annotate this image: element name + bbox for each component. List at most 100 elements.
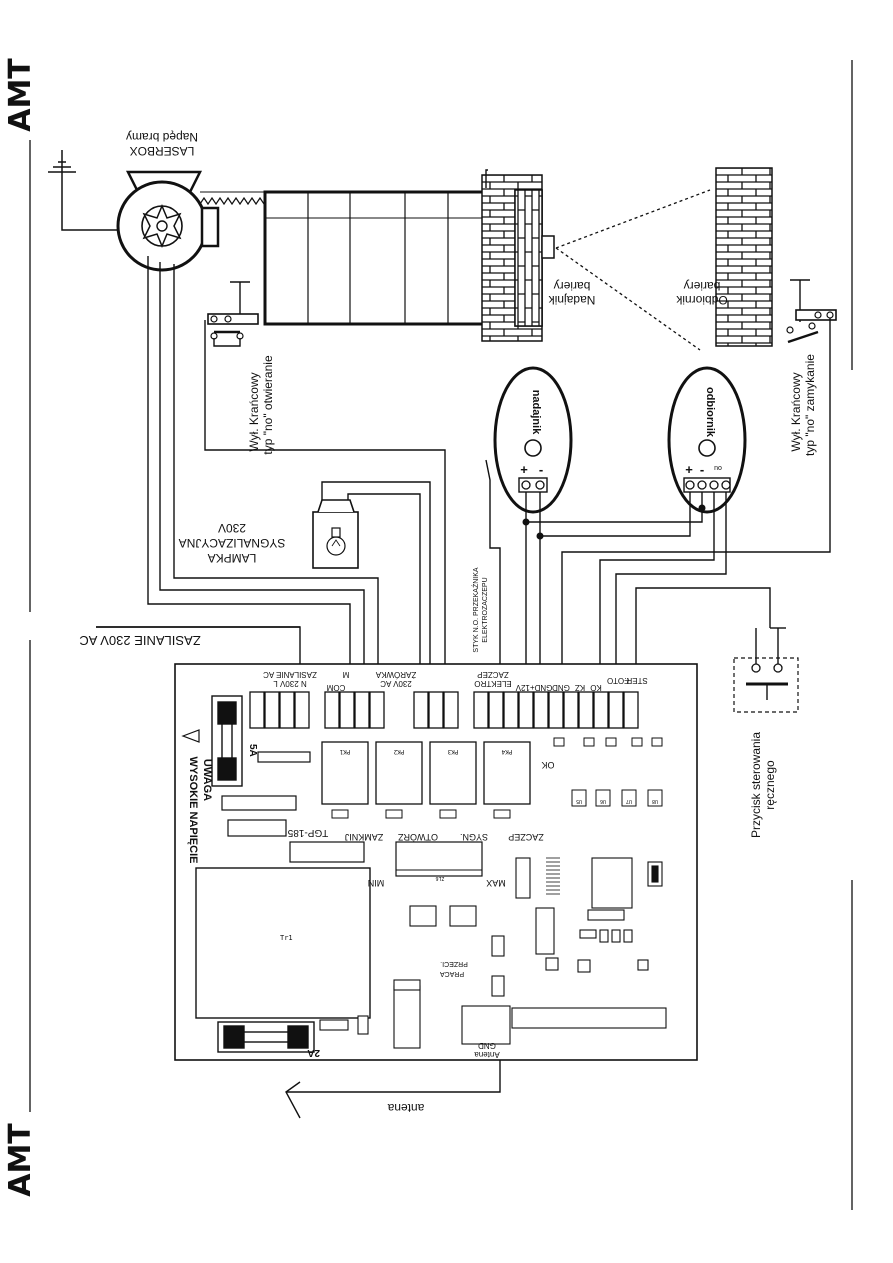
term-230vac: 230V AC [380, 679, 412, 688]
svg-text:LAMPKA: LAMPKA [208, 551, 257, 565]
svg-text:bariery: bariery [554, 279, 591, 293]
svg-text:typ "no" zamykanie: typ "no" zamykanie [803, 354, 817, 456]
svg-text:230V: 230V [218, 521, 246, 535]
svg-text:AMT: AMT [3, 58, 38, 132]
svg-text:SYGN.: SYGN. [460, 832, 488, 842]
term-kz: KZ [575, 683, 585, 692]
fuse-main [211, 695, 243, 787]
term-ko: KO [590, 683, 602, 692]
antenna-arrow [285, 1081, 301, 1119]
limit-open-label: Wył. Krańcowy typ "no" otwieranie [247, 355, 275, 455]
term-n230vl: N 230V L [273, 679, 307, 688]
receiver-side-label: Odbiornik bariery [675, 279, 727, 307]
svg-text:Przycisk sterowania: Przycisk sterowania [749, 732, 763, 838]
svg-text:PRACA: PRACA [440, 970, 464, 977]
lamp-label: LAMPKA SYGNALIZACYJNA 230V [179, 521, 286, 565]
svg-text:PK3: PK3 [447, 748, 458, 755]
limit-close-label: Wył. Krańcowy typ "no" zamykanie [789, 354, 817, 456]
transmitter-side-label: Nadajnik bariery [548, 279, 596, 307]
svg-text:PK2: PK2 [393, 748, 404, 755]
term-gnd12v: GND+12V [515, 683, 552, 692]
svg-text:ZL6: ZL6 [435, 875, 444, 881]
svg-text:U8: U8 [652, 798, 658, 804]
svg-text:UWAGA: UWAGA [201, 759, 213, 801]
odbiornik-text: odbiornik [704, 387, 716, 438]
svg-text:PK4: PK4 [501, 748, 512, 755]
svg-text:Wył. Krańcowy: Wył. Krańcowy [789, 372, 803, 451]
signal-lamp [312, 499, 359, 569]
brand-logo-top: AMT [3, 58, 38, 132]
svg-text:MIN: MIN [368, 878, 385, 888]
brand-logo-bottom: AMT [3, 1123, 38, 1197]
svg-text:+: + [520, 462, 528, 477]
limit-switch-close [786, 279, 837, 344]
svg-text:Wył. Krańcowy: Wył. Krańcowy [247, 372, 261, 451]
svg-text:SYGNALIZACYJNA: SYGNALIZACYJNA [179, 536, 286, 550]
relay-note: STYK N.O. PRZEKAŹNIKA ELEKTROZACZEPU [471, 567, 489, 653]
svg-text:Antena: Antena [474, 1050, 500, 1059]
warning-sign: UWAGA WYSOKIE NAPIĘCIE [181, 729, 213, 864]
svg-text:-: - [700, 462, 704, 477]
svg-text:U7: U7 [626, 798, 632, 804]
svg-text:OTWÓRZ: OTWÓRZ [398, 832, 438, 842]
svg-text:Odbiornik: Odbiornik [675, 293, 727, 307]
fuse-aux [217, 1021, 315, 1053]
svg-text:ZAMKNIJ: ZAMKNIJ [345, 832, 384, 842]
svg-text:typ "no" otwieranie: typ "no" otwieranie [261, 355, 275, 455]
gate-motor [116, 170, 220, 272]
svg-text:Tr1: Tr1 [280, 934, 293, 942]
term-foto: FOTO [607, 676, 629, 685]
power-label: ZASILANIE 230V AC [79, 633, 200, 648]
svg-text:LASERBOX: LASERBOX [130, 144, 195, 158]
svg-text:PK1: PK1 [339, 748, 350, 755]
svg-text:bariery: bariery [684, 279, 721, 293]
board-model: TGP-185 [287, 827, 328, 838]
antenna-label: antena [387, 1101, 424, 1115]
manual-button-label: Przycisk sterowania ręcznego [749, 732, 777, 838]
svg-text:OK: OK [541, 760, 554, 770]
term-zaczep: ZACZEP [477, 670, 509, 679]
barrier-beam [555, 189, 711, 351]
svg-text:PRZECI.: PRZECI. [440, 960, 468, 967]
fuse-main-label: 5A [247, 744, 258, 757]
svg-text:Nadajnik: Nadajnik [548, 293, 596, 307]
wiring [96, 169, 831, 1093]
transformer [195, 867, 371, 1019]
manual-button [733, 628, 799, 713]
term-m: M [342, 670, 349, 679]
gate-panel [263, 190, 517, 326]
svg-text:STYK N.O. PRZEKAŹNIKA: STYK N.O. PRZEKAŹNIKA [471, 567, 480, 653]
potentiometer [395, 841, 483, 877]
ground-symbol [48, 150, 126, 231]
photocell-receiver: odbiornik + - no [667, 366, 747, 514]
relays [321, 741, 531, 805]
term-elektro: ELEKTRO [474, 679, 511, 688]
svg-text:-: - [539, 462, 543, 477]
limit-switch-open [207, 281, 259, 347]
term-ster: STER. [624, 676, 648, 685]
photocell-transmitter: nadajnik + - [493, 366, 573, 514]
term-gnd: GND [552, 683, 570, 692]
term-com: COM [326, 683, 345, 692]
svg-text:no: no [714, 465, 722, 472]
svg-text:MAX: MAX [486, 878, 506, 888]
term-zasilanie: ZASILANIE AC [263, 670, 317, 679]
motor-label: Napęd bramy LASERBOX [126, 130, 198, 158]
barrier-transmitter-head [541, 235, 555, 259]
svg-text:U5: U5 [576, 798, 582, 804]
svg-text:ELEKTROZACZEPU: ELEKTROZACZEPU [482, 577, 489, 642]
controller-board: ZASILANIE AC N 230V L COM M ŻARÓWKA 230V… [174, 663, 698, 1061]
svg-text:ręcznego: ręcznego [763, 760, 777, 810]
svg-text:U6: U6 [600, 798, 606, 804]
svg-text:Napęd bramy: Napęd bramy [126, 130, 198, 144]
svg-text:+: + [685, 462, 693, 477]
brick-pillar-right [715, 167, 773, 347]
svg-text:WYSOKIE NAPIĘCIE: WYSOKIE NAPIĘCIE [187, 757, 199, 864]
svg-text:AMT: AMT [3, 1123, 38, 1197]
term-zarowka: ŻARÓWKA [375, 670, 416, 679]
svg-text:ZACZEP: ZACZEP [508, 832, 544, 842]
svg-text:GND: GND [478, 1041, 496, 1050]
fuse-aux-label: 2A [307, 1047, 320, 1058]
nadajnik-text: nadajnik [530, 390, 542, 436]
